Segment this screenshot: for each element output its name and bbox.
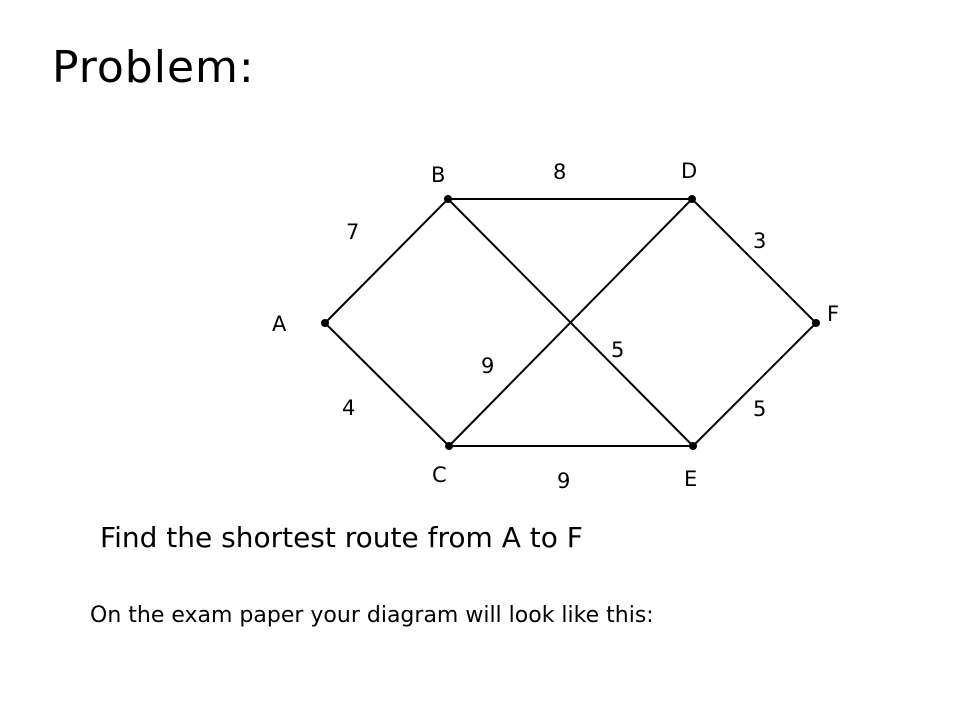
node-f [812,319,820,327]
edge-c-d [448,198,693,447]
exam-note: On the exam paper your diagram will look… [90,603,654,628]
node-label-d: D [681,159,697,183]
node-d [688,195,696,203]
node-label-f: F [827,302,839,326]
labels-layer: A B C D E F [272,159,839,491]
edge-weight-a-b: 7 [346,220,359,244]
edge-weight-a-c: 4 [342,396,355,420]
instruction-text: Find the shortest route from A to F [100,521,583,554]
node-label-a: A [272,312,287,336]
node-label-e: E [684,467,697,491]
page-title: Problem: [52,42,255,93]
edge-weight-c-d: 9 [481,354,494,378]
nodes-layer [321,195,820,450]
edge-a-c [324,322,450,447]
edges-layer [324,198,817,447]
node-a [321,319,329,327]
edge-weight-b-e: 5 [611,338,624,362]
edge-weight-e-f: 5 [753,397,766,421]
edge-a-b [324,198,449,324]
weights-layer: 7 4 8 5 9 9 3 5 [342,160,766,493]
edge-d-f [691,198,817,324]
node-label-b: B [431,163,445,187]
edge-weight-b-d: 8 [553,160,566,184]
edge-weight-d-f: 3 [753,229,766,253]
node-e [689,442,697,450]
node-c [445,442,453,450]
edge-e-f [692,322,817,447]
edge-weight-c-e: 9 [557,469,570,493]
node-label-c: C [432,463,447,487]
node-b [444,195,452,203]
